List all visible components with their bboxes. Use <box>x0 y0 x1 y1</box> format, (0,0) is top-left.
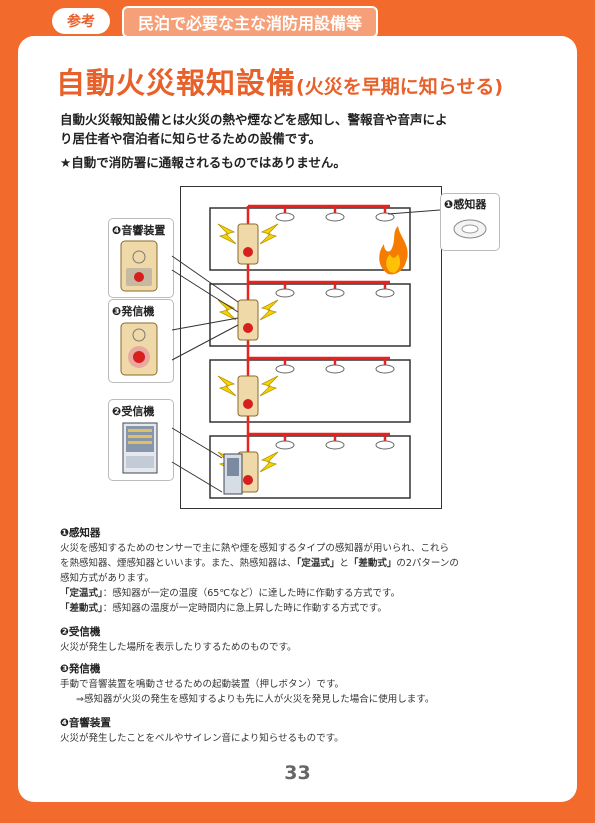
detector-keyword-rate: 「差動式」 <box>348 558 397 569</box>
detector-section: ❶感知器 火災を感知するためのセンサーで主に熱や煙を感知するタイプの感知器が用い… <box>60 526 550 616</box>
transmitter-icon <box>120 322 158 376</box>
detector-line-1: 火災を感知するためのセンサーで主に熱や煙を感知するタイプの感知器が用いられ、これ… <box>60 543 450 554</box>
receiver-label: ❷受信機 <box>112 405 155 418</box>
detector-line-2-text: を熱感知器、煙感知器といいます。また、熱感知器は、 <box>60 558 297 569</box>
detector-label: ❶感知器 <box>444 198 487 211</box>
intro-text: 自動火災報知設備とは火災の熱や煙などを感知し、警報音や音声によ り居住者や宿泊者… <box>60 110 550 148</box>
intro-line-1: 自動火災報知設備とは火災の熱や煙などを感知し、警報音や音声によ <box>60 112 448 127</box>
fixed-temp-line: 「定温式」：感知器が一定の温度（65℃など）に達した時に作動する方式です。 <box>60 586 550 601</box>
receiver-unit <box>223 453 243 495</box>
fixed-temp-text: ：感知器が一定の温度（65℃など）に達した時に作動する方式です。 <box>102 588 401 599</box>
transmitter-label: ❸発信機 <box>112 305 155 318</box>
title-main: 自動火災報知設備 <box>56 66 297 100</box>
receiver-icon <box>122 422 158 474</box>
page-number: 33 <box>284 762 311 784</box>
rate-of-rise-line: 「差動式」：感知器の温度が一定時間内に急上昇した時に作動する方式です。 <box>60 601 550 616</box>
receiver-text: 火災が発生した場所を表示したりするためのものです。 <box>60 642 297 653</box>
fire-icon <box>379 226 408 275</box>
sounder-heading: ❹音響装置 <box>60 717 111 729</box>
receiver-heading: ❷受信機 <box>60 626 101 638</box>
sounder-label: ❹音響装置 <box>112 224 166 237</box>
sounder-section: ❹音響装置 火災が発生したことをベルやサイレン音により知らせるものです。 <box>60 716 550 746</box>
detector-icons <box>275 212 395 450</box>
detector-keyword-fixed: 「定温式」 <box>296 558 340 569</box>
page-title: 自動火災報知設備(火災を早期に知らせる) <box>56 60 503 102</box>
notice-text: ★自動で消防署に通報されるものではありません。 <box>60 155 346 170</box>
sounder-text: 火災が発生したことをベルやサイレン音により知らせるものです。 <box>60 733 344 744</box>
detector-callout <box>440 193 500 251</box>
transmitter-heading: ❸発信機 <box>60 663 101 675</box>
building-diagram <box>180 186 442 509</box>
transmitter-note: ⇒感知器が火災の発生を感知するよりも先に人が火災を発見した場合に使用します。 <box>76 694 435 705</box>
rate-of-rise-label: 「差動式」 <box>60 603 103 614</box>
rate-of-rise-text: ：感知器の温度が一定時間内に急上昇した時に作動する方式です。 <box>102 603 387 614</box>
transmitter-section: ❸発信機 手動で音響装置を鳴動させるための起動装置（押しボタン）です。 ⇒感知器… <box>60 662 550 707</box>
detector-line-2-end: の2パターンの <box>396 558 459 569</box>
detector-line-3: 感知方式があります。 <box>60 573 155 584</box>
title-sub: (火災を早期に知らせる) <box>296 76 504 98</box>
fixed-temp-label: 「定温式」 <box>60 588 103 599</box>
sounder-icon <box>120 240 158 292</box>
receiver-section: ❷受信機 火災が発生した場所を表示したりするためのものです。 <box>60 625 550 655</box>
detector-heading: ❶感知器 <box>60 527 101 539</box>
section-header: 民泊で必要な主な消防用設備等 <box>122 6 379 38</box>
intro-line-2: り居住者や宿泊者に知らせるための設備です。 <box>60 131 322 146</box>
detector-icon <box>453 219 487 239</box>
detector-line-2: を熱感知器、煙感知器といいます。また、熱感知器は、「定温式」と「差動式」の2パタ… <box>60 556 550 571</box>
transmitter-text: 手動で音響装置を鳴動させるための起動装置（押しボタン）です。 <box>60 679 345 690</box>
reference-tag: 参考 <box>52 8 110 34</box>
alarm-units <box>237 223 259 493</box>
detector-line-2-mid: と <box>339 558 349 569</box>
